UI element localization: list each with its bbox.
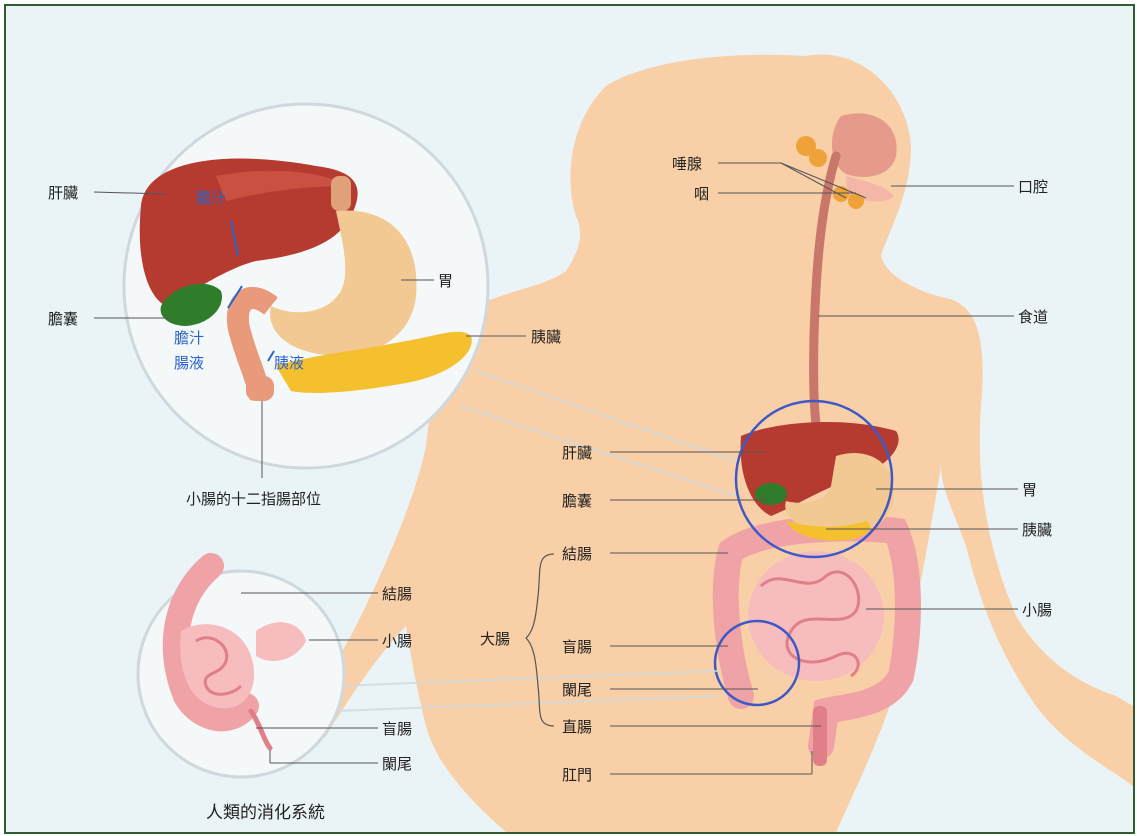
left-detail-magnifier (124, 104, 488, 468)
label-colon-detail: 結腸 (382, 585, 412, 603)
label-mouth: 口腔 (1018, 178, 1048, 196)
label-gallbladder-detail: 膽囊 (48, 310, 78, 328)
label-small-intestine: 小腸 (1022, 601, 1052, 619)
label-esophagus: 食道 (1018, 308, 1048, 326)
label-appendix: 闌尾 (562, 681, 592, 699)
label-pancreas-detail: 胰臟 (531, 328, 561, 346)
label-small-intestine-detail: 小腸 (382, 632, 412, 650)
label-pancreas: 胰臟 (1022, 521, 1052, 539)
digestive-system-diagram: 肝臟 膽囊 胃 胰臟 小腸的十二指腸部位 膽汁 膽汁 腸液 胰液 結腸 小腸 盲… (6, 6, 1133, 832)
label-liver-detail: 肝臟 (48, 184, 78, 202)
label-bile-bottom: 膽汁 (174, 329, 204, 347)
label-anus: 肛門 (562, 766, 592, 784)
label-stomach-detail: 胃 (438, 272, 453, 290)
diagram-frame: 肝臟 膽囊 胃 胰臟 小腸的十二指腸部位 膽汁 膽汁 腸液 胰液 結腸 小腸 盲… (4, 4, 1135, 834)
label-cecum-detail: 盲腸 (382, 720, 412, 738)
label-stomach: 胃 (1022, 481, 1037, 499)
label-intestinal-juice: 腸液 (174, 354, 204, 372)
label-colon: 結腸 (562, 545, 592, 563)
label-large-intestine: 大腸 (480, 630, 510, 648)
label-pharynx: 咽 (694, 185, 709, 203)
label-gallbladder: 膽囊 (562, 492, 592, 510)
label-cecum: 盲腸 (562, 638, 592, 656)
lower-detail-magnifier (138, 566, 344, 777)
label-salivary: 唾腺 (672, 155, 702, 173)
diagram-caption: 人類的消化系統 (206, 803, 325, 823)
label-liver: 肝臟 (562, 444, 592, 462)
label-bile-top: 膽汁 (196, 189, 226, 207)
label-pancreatic-juice: 胰液 (274, 354, 304, 372)
label-duodenum-detail: 小腸的十二指腸部位 (186, 490, 321, 508)
label-rectum: 直腸 (562, 718, 592, 736)
label-appendix-detail: 闌尾 (382, 755, 412, 773)
